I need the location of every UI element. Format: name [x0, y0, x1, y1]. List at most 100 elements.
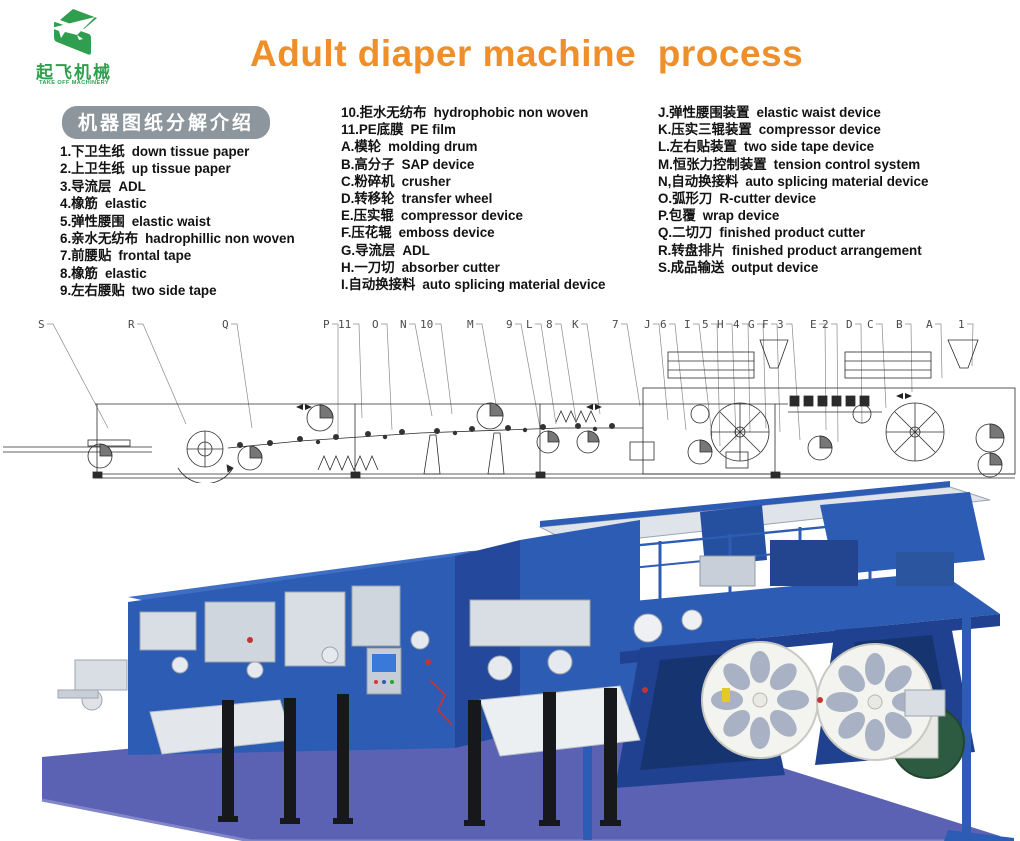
- white-reel-1: [701, 641, 819, 759]
- diagram-label-K: K: [572, 318, 579, 331]
- diagram-label-7: 7: [612, 318, 619, 331]
- legend-item-zh: 5.弹性腰围: [60, 213, 125, 229]
- diagram-label-L: L: [526, 318, 533, 331]
- legend-item: S.成品输送 output device: [658, 259, 988, 276]
- diagram-label-5: 5: [702, 318, 709, 331]
- legend-item: 10.拒水无纺布 hydrophobic non woven: [341, 104, 651, 121]
- legend-item-zh: 2.上卫生纸: [60, 161, 125, 177]
- legend-item: B.高分子 SAP device: [341, 156, 651, 173]
- page-title: Adult diaper machine process: [250, 33, 804, 74]
- legend-item-zh: N,自动换接料: [658, 173, 739, 189]
- legend-item-zh: A.模轮: [341, 139, 382, 155]
- logo-text-en: TAKE OFF MACHINERY: [39, 80, 109, 86]
- legend-item-zh: K.压实三辊装置: [658, 122, 752, 138]
- legend-item-en: ADL: [402, 242, 430, 258]
- legend-item-en: elastic: [104, 265, 147, 281]
- diagram-label-M: M: [467, 318, 474, 331]
- legend-item-en: hydrophobic non woven: [433, 105, 589, 120]
- legend-item-zh: M.恒张力控制装置: [658, 156, 767, 172]
- legend-item-en: frontal tape: [118, 248, 192, 264]
- legend-item: D.转移轮 transfer wheel: [341, 190, 651, 207]
- legend-item: N,自动换接料 auto splicing material device: [658, 173, 988, 190]
- legend-item-zh: 7.前腰贴: [60, 248, 112, 264]
- legend-item-zh: 8.橡筋: [60, 265, 98, 281]
- logo: 起飞机械 TAKE OFF MACHINERY: [14, 8, 134, 87]
- legend-item-zh: B.高分子: [341, 156, 395, 172]
- diagram-label-4: 4: [733, 318, 740, 331]
- diagram-label-H: H: [717, 318, 724, 331]
- legend-item: 6.亲水无纺布 hadrophillic non woven: [60, 230, 345, 247]
- legend-item: 7.前腰贴 frontal tape: [60, 247, 345, 264]
- logo-text-zh: 起飞机械: [36, 63, 112, 82]
- legend-item-en: elastic: [104, 196, 147, 212]
- legend-item: L.左右贴装置 two side tape device: [658, 138, 988, 155]
- legend-item-en: elastic waist: [131, 213, 211, 229]
- legend-item-zh: 6.亲水无纺布: [60, 231, 139, 247]
- legend-item-zh: F.压花辊: [341, 225, 392, 241]
- legend-item-en: auto splicing material device: [745, 173, 929, 189]
- diagram-label-O: O: [372, 318, 379, 331]
- diagram-label-D: D: [846, 318, 853, 331]
- floor-mat: [42, 722, 1000, 841]
- legend-item: R.转盘排片 finished product arrangement: [658, 242, 988, 259]
- diagram-label-R: R: [128, 318, 135, 331]
- machine-rollers: [87, 393, 1005, 478]
- legend-item-zh: S.成品输送: [658, 259, 725, 275]
- diagram-label-3: 3: [777, 318, 784, 331]
- control-panel: [366, 647, 402, 695]
- legend-item-en: absorber cutter: [401, 259, 500, 275]
- legend-item-en: elastic waist device: [756, 105, 881, 120]
- legend-item-zh: L.左右贴装置: [658, 139, 737, 155]
- legend-item-en: PE film: [410, 122, 456, 138]
- legend-item-en: crusher: [401, 173, 451, 189]
- diagram-label-1: 1: [958, 318, 965, 331]
- diagram-label-P: P: [323, 318, 330, 331]
- process-units: [57, 585, 946, 757]
- legend-item-en: ADL: [118, 178, 146, 194]
- legend-badge: 机器图纸分解介绍: [62, 106, 271, 139]
- accent-details: [247, 637, 823, 726]
- legend-item-en: down tissue paper: [131, 144, 250, 159]
- diagram-label-6: 6: [660, 318, 667, 331]
- legend-item-en: tension control system: [773, 156, 921, 172]
- legend-item-zh: E.压实辊: [341, 208, 394, 224]
- legend-item-en: SAP device: [401, 156, 475, 172]
- legend-item-en: two side tape device: [743, 139, 875, 155]
- diagram-label-E: E: [810, 318, 817, 331]
- takeoff-plane-icon: [51, 9, 97, 55]
- legend-item-en: transfer wheel: [401, 191, 493, 207]
- diagram-label-2: 2: [822, 318, 829, 331]
- legend-item-zh: D.转移轮: [341, 191, 395, 207]
- diagram-label-G: G: [748, 318, 755, 331]
- legend-item-en: hadrophillic non woven: [145, 231, 295, 247]
- machine-frame: [3, 339, 1016, 483]
- diagram-label-S: S: [38, 318, 45, 331]
- diagram-label-10: 10: [420, 318, 433, 331]
- legend-item: 8.橡筋 elastic: [60, 265, 345, 282]
- legend-item-zh: P.包覆: [658, 208, 696, 224]
- diagram-label-Q: Q: [222, 318, 229, 331]
- diagram-label-F: F: [762, 318, 769, 331]
- legend-item-en: output device: [731, 259, 819, 275]
- legend-item-zh: 10.拒水无纺布: [341, 105, 427, 120]
- legend-item-zh: R.转盘排片: [658, 242, 725, 258]
- legend-item-en: finished product arrangement: [731, 242, 922, 258]
- legend-item-zh: Q.二切刀: [658, 225, 713, 241]
- legend-item-en: auto splicing material device: [422, 277, 606, 293]
- machine-legs: [218, 688, 621, 826]
- legend-item-en: compressor device: [758, 122, 881, 138]
